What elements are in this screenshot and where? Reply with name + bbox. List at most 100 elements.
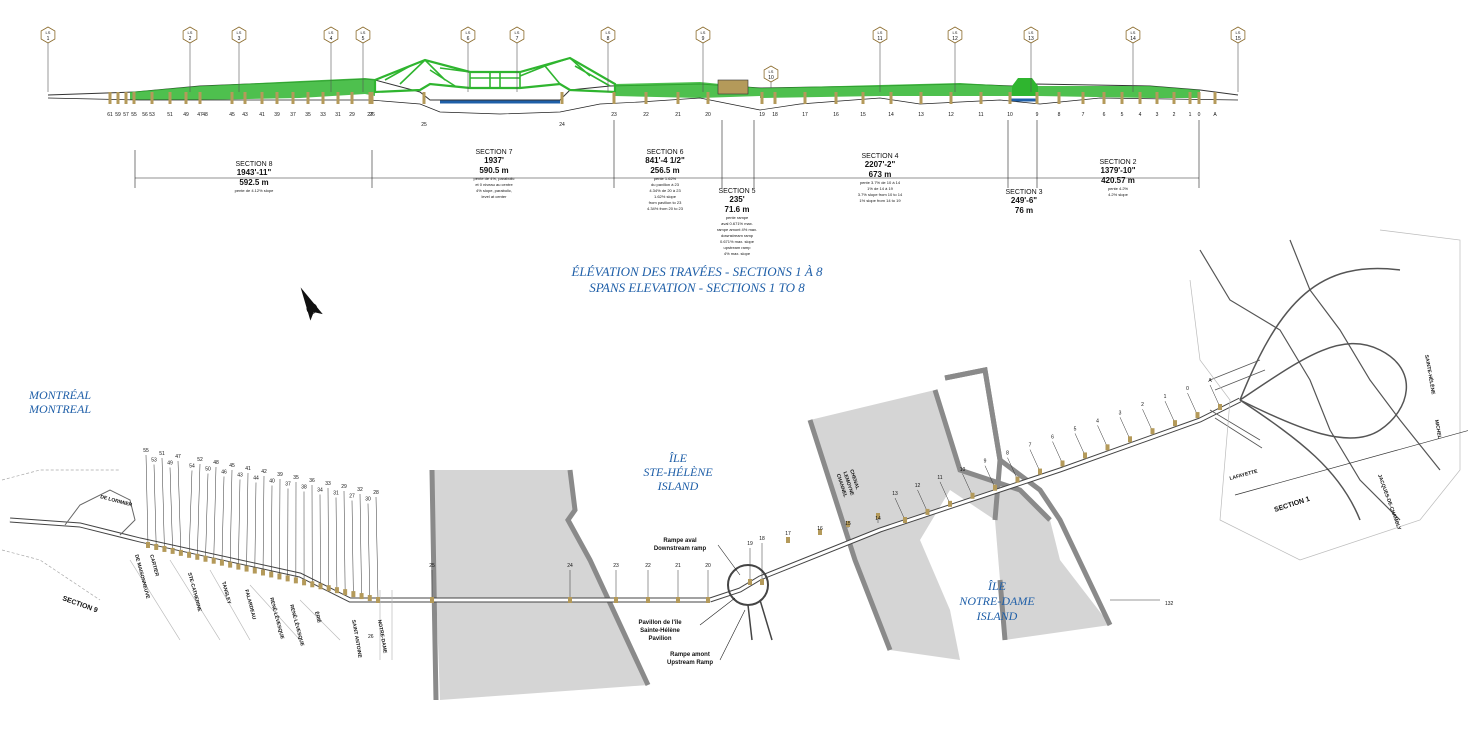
section-5-note7: 4% max. slope [724, 251, 751, 256]
plan-pier [302, 579, 307, 586]
section-4-note2: 1% de 14 à 19 [867, 186, 894, 191]
pavilion-ramps [747, 599, 773, 641]
street-ste-catherine: STE-CATHERINE [186, 572, 202, 613]
elev-pier [1213, 92, 1217, 104]
section-2-feet: 1379'-10" [1100, 166, 1135, 175]
section-6-note1: pente 1.62% [654, 176, 677, 181]
plan-pier [1128, 436, 1132, 443]
elev-pier-label-short: 56 [142, 112, 148, 118]
ls-marker-number: 6 [467, 36, 470, 42]
section-3-meters: 76 m [1015, 206, 1033, 215]
plan-pier [203, 555, 208, 562]
ls-marker-number: 8 [607, 36, 610, 42]
section-5-name: SECTION 5 [719, 188, 756, 195]
section-1-label: SECTION 1 [1273, 496, 1310, 514]
pier-leader [213, 466, 217, 561]
elevation-title-en: SPANS ELEVATION - SECTIONS 1 TO 8 [589, 280, 805, 295]
street-saint-antoine: SAINT ANTOINE [350, 619, 363, 659]
callout-rampe-amont-fr: Rampe amont [670, 652, 710, 658]
ste-helene-label-3: ISLAND [657, 479, 699, 493]
plan-pier [568, 597, 572, 603]
elev-pier [132, 92, 136, 104]
plan-pier-label: 15 [845, 521, 851, 527]
plan-pier-label: 10 [960, 467, 966, 473]
plan-pier-label: 5 [1074, 426, 1077, 432]
elev-pier [706, 92, 710, 104]
ls-marker-2: LS2 [182, 26, 198, 92]
section-8-name: SECTION 8 [236, 161, 273, 168]
elev-pier [612, 92, 616, 104]
pier-leader [153, 464, 157, 547]
section-2-name: SECTION 2 [1100, 159, 1137, 166]
section-7-meters: 590.5 m [479, 166, 508, 175]
elev-pier-label: 2 [1173, 112, 1176, 118]
section-5-note3: rampe amont 4% max. [717, 227, 757, 232]
elev-pier [306, 92, 310, 104]
pier-leader [1074, 433, 1086, 456]
pier-leader [229, 469, 233, 565]
callout-rampe-amont-en: Upstream Ramp [667, 660, 713, 666]
elev-pier-label: 3 [1156, 112, 1159, 118]
cross-streets [129, 559, 393, 660]
elev-pier-label: 21 [675, 112, 681, 118]
elev-pier-label: 12 [948, 112, 954, 118]
elev-pier-label: 1 [1189, 112, 1192, 118]
elev-pier [336, 92, 340, 104]
ls-marker-prefix: LS [237, 30, 242, 35]
plan-pier-label: 40 [269, 479, 275, 485]
pier-leader [319, 494, 321, 587]
elev-pier [644, 92, 648, 104]
plan-pier [1218, 404, 1222, 410]
elev-pier-label: 51 [167, 112, 173, 118]
plan-pier [786, 537, 790, 543]
elev-pier [275, 92, 279, 104]
elev-pier-label: 55 [131, 112, 137, 118]
pier-leader [343, 490, 346, 593]
callout-rampe-aval-en: Downstream ramp [654, 546, 707, 552]
pier-leader [894, 497, 906, 521]
elev-pier [1120, 92, 1124, 104]
notre-dame-label-1: ÎLE [987, 579, 1007, 593]
plan-pier-label: 55 [143, 448, 149, 454]
elev-pier-label: 0 [1198, 112, 1201, 118]
bridge-deck-east [709, 397, 1242, 603]
plan-pier [146, 542, 150, 548]
plan-pier-label: 25 [429, 563, 435, 569]
plan-pier [367, 595, 372, 602]
pier-leader [221, 476, 225, 563]
plan-pier [760, 579, 764, 585]
notre-dame-label-3: ISLAND [976, 609, 1018, 623]
ls-marker-prefix: LS [1236, 30, 1241, 35]
plan-pier [269, 571, 274, 578]
elev-pier [350, 92, 354, 104]
plan-pier-label: 49 [167, 461, 173, 467]
section-7-label: SECTION 7 1937' 590.5 m pente de 4%, par… [474, 149, 515, 199]
route-132-label: 132 [1165, 601, 1174, 607]
plan-pier-label: 18 [759, 536, 765, 542]
street-tansley: TANSLEY [220, 581, 232, 605]
plan-pier [430, 597, 434, 603]
elev-pier [260, 92, 264, 104]
channel-truss [1012, 78, 1038, 96]
river-main [432, 470, 648, 700]
elev-pier [1057, 92, 1061, 104]
section-5-note4: downstream ramp [721, 233, 754, 238]
pier-label-26-plan: 26 [368, 634, 374, 640]
plan-pier [154, 543, 159, 550]
ls-marker-number: 10 [768, 75, 774, 81]
interchange-loop [1239, 342, 1407, 439]
callout-pavillon-3: Pavilion [648, 636, 671, 642]
plan-pier-label: 50 [205, 467, 211, 473]
elev-pier-label: 45 [229, 112, 235, 118]
north-arrow-icon [300, 287, 323, 321]
section-6-note5: from pavilion to 23 [649, 200, 682, 205]
plan-pier [277, 573, 282, 580]
section-5-note5: 0.671% max. slope [720, 239, 755, 244]
elev-pier [889, 92, 893, 104]
approach-truss-left [130, 78, 375, 100]
plan-pier [195, 553, 200, 560]
plan-pier-label: 3 [1119, 410, 1122, 416]
elev-pier-label: 22 [643, 112, 649, 118]
